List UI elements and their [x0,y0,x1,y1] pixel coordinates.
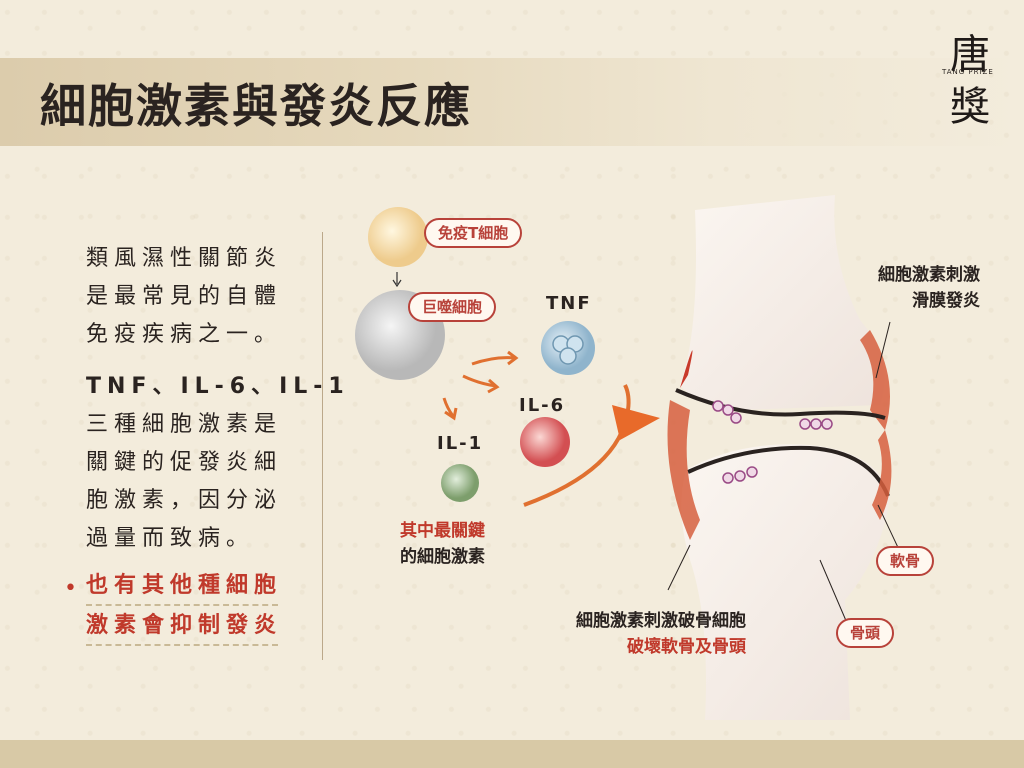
key-cytokine-line-1: 其中最關鍵 [400,521,485,541]
macrophage-label: 巨噬細胞 [408,292,497,322]
logo-char-1: 唐 [950,32,990,78]
title-band [0,58,1024,146]
t-cell [368,207,428,267]
osteoclast-text-2: 破壞軟骨及骨頭 [627,637,746,657]
cytokine-line: 過量而致病。 [86,526,255,551]
intro-line: 免疫疾病之一。 [86,322,283,347]
underline-1 [86,604,278,606]
intro-line: 是最常見的自體 [86,284,283,309]
tnf-label: TNF [546,293,592,314]
synovium-text-2: 滑膜發炎 [912,291,980,311]
il6-label: IL-6 [519,395,566,416]
cytokine-line: 胞激素，因分泌 [86,488,283,513]
synovium-text-1: 細胞激素刺激 [878,265,980,285]
cytokine-line: TNF、IL-6、IL-1 [86,374,350,399]
arrow-to-il1 [442,397,455,417]
logo-english: TANG PRIZE [942,68,994,76]
bullet-line: 也有其他種細胞 [86,573,283,598]
il6-cell [520,417,570,467]
bullet-dot-icon: • [64,576,77,601]
cytokine-paragraph: TNF、IL-6、IL-1 三種細胞激素是 關鍵的促發炎細 胞激素，因分泌 過量… [86,368,350,558]
key-cytokine-line-2: 的細胞激素 [400,547,485,567]
cytokine-arrows [442,350,519,421]
tang-prize-logo: 唐 TANG PRIZE 獎 [942,22,1002,130]
curved-arrow-head [612,405,660,440]
arrow-to-il6-head [487,378,500,394]
intro-paragraph: 類風濕性關節炎 是最常見的自體 免疫疾病之一。 [86,240,282,354]
t-cell-label: 免疫T細胞 [424,218,523,248]
arrow-to-il1-head [444,407,458,421]
osteoclasts [712,400,833,484]
arrow-to-tnf [471,356,516,366]
bone-label: 骨頭 [836,618,895,648]
logo-char-2: 獎 [950,84,990,130]
osteoclast-text-1: 細胞激素刺激破骨細胞 [576,611,746,631]
lower-cartilage-edge [687,445,890,497]
arrow-to-tnf-head [507,350,519,366]
synovium-left [667,400,700,540]
intro-line: 類風濕性關節炎 [86,246,283,271]
lower-bone [681,444,890,720]
bottom-bar [0,740,1024,768]
t-to-macro-arrowhead [392,279,402,288]
bullet-text: 也有其他種細胞 激素會抑制發炎 [86,566,282,646]
cartilage-label: 軟骨 [876,546,935,576]
upper-bone [680,195,885,410]
upper-cartilage-edge [675,388,886,420]
cytokine-line: 三種細胞激素是 [86,412,283,437]
column-divider [322,232,323,660]
il1-cell [441,464,479,502]
synovium-right-lower [872,430,892,520]
il1-label: IL-1 [437,433,484,454]
upper-inflam-left [680,350,693,388]
underline-2 [86,644,278,646]
bullet-line: 激素會抑制發炎 [86,613,283,638]
cytokine-line: 關鍵的促發炎細 [86,450,283,475]
page-title: 細胞激素與發炎反應 [40,79,472,133]
synovium-right-upper [860,330,890,430]
tnf-trimer [552,335,584,365]
